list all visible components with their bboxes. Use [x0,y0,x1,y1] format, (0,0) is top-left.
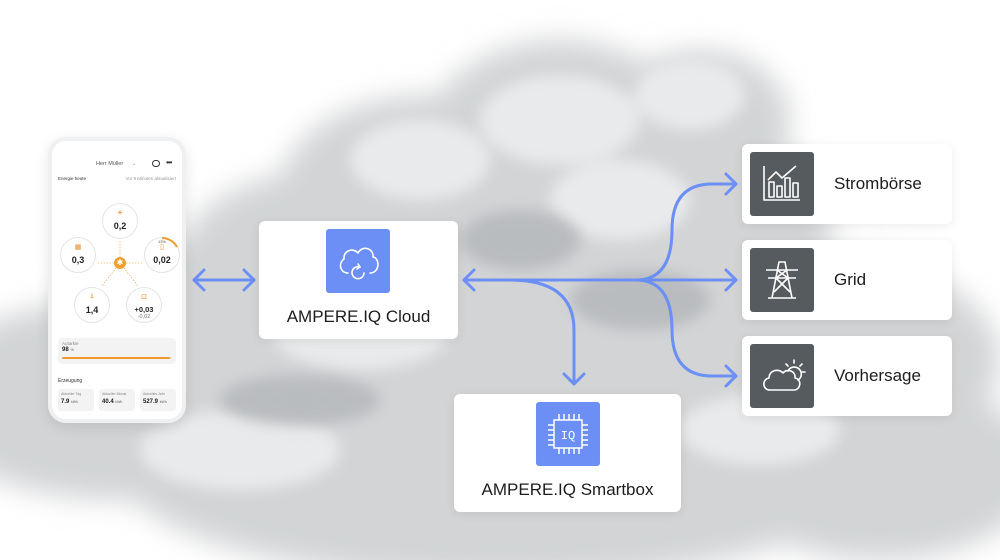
bubble-value: 1,4 [85,305,99,315]
bar-chart-tile [750,152,814,216]
production-label: Aktueller Tag [61,392,82,396]
arrow-to-vorhersage [634,278,738,378]
production-value-row: 7.9 kWh [61,399,78,405]
battery-percent: 13% [157,239,166,244]
autarkie-bar [62,357,172,359]
bubble-house[interactable]: ▦ 0,3 [60,237,96,273]
updated-text: Vor 9 Minuten aktualisiert [125,176,176,181]
service-label: Strombörse [834,174,922,193]
phone-mockup: Herr Müller ⌄ ••• Energie heute Vor 9 Mi… [48,137,186,423]
production-label: Aktueller Monat [102,392,127,396]
autarkie-bar-fill [62,357,170,359]
production-value-row: 40.4 kWh [102,399,122,405]
plug-icon: ⊡ [141,294,147,301]
weather-tile [750,344,814,408]
production-label: Aktuelles Jahr [143,392,165,396]
production-value: 527.9 [143,399,159,405]
user-name[interactable]: Herr Müller [96,161,124,167]
battery-icon: ▯ [160,244,164,251]
sun-cloud-icon [763,359,806,391]
bubble-value: +0,03 [134,305,154,314]
chip-text: IQ [561,429,575,443]
smartbox-card[interactable]: IQ AMPERE.IQ Smartbox [454,394,681,512]
autarkie-value: 98 [62,347,69,353]
bar-chart-icon [763,165,800,201]
cloud-sync-icon [339,247,379,280]
production-card-year[interactable]: Aktuelles Jahr 527.9 kWh [140,389,176,411]
chip-tile: IQ [536,402,600,466]
autarkie-value-row: 98 % [62,347,74,353]
production-card-month[interactable]: Aktueller Monat 40.4 kWh [99,389,135,411]
chevron-down-icon[interactable]: ⌄ [132,161,137,167]
cloud-tile [326,229,390,293]
production-value: 40.4 [102,399,114,405]
bubble-value: 0,02 [153,255,171,265]
battery-ring [161,237,178,248]
bubble-value: 0,3 [71,255,85,265]
sun-center-icon: ✱ [114,257,126,269]
smartbox-label: AMPERE.IQ Smartbox [481,480,654,499]
energy-today-title: Energie heute [58,176,87,181]
chat-icon[interactable] [152,160,160,167]
bubble-subvalue: -0,02 [137,314,151,320]
bubble-value: 0,2 [113,221,127,231]
pylon-tile [750,248,814,312]
service-card-vorhersage[interactable]: Vorhersage [742,336,952,416]
sun-icon: ☀ [116,210,124,217]
production-value: 7.9 [61,399,70,405]
pylon-icon: ⍋ [89,293,95,300]
autarkie-unit: % [70,347,74,352]
production-title: Erzeugung [58,378,83,384]
cloud-card[interactable]: AMPERE.IQ Cloud [259,221,458,339]
bubble-flow[interactable]: ⊡ +0,03 -0,02 [126,287,162,323]
production-value-row: 527.9 kWh [143,399,167,405]
production-unit: kWh [115,400,123,404]
autarkie-card[interactable]: Autarkie 98 % [58,338,176,364]
service-label: Grid [834,270,867,289]
arrow-to-smartbox [508,278,576,386]
production-card-day[interactable]: Aktueller Tag 7.9 kWh [58,389,94,411]
production-unit: kWh [159,400,167,404]
service-label: Vorhersage [834,366,921,385]
bubble-solar[interactable]: ☀ 0,2 [102,203,138,239]
arrow-to-stromboerse [634,182,738,282]
service-card-stromboerse[interactable]: Strombörse [742,144,952,224]
cloud-label: AMPERE.IQ Cloud [286,307,431,326]
more-icon[interactable]: ••• [166,158,172,167]
bubble-grid[interactable]: ⍋ 1,4 [74,287,110,323]
production-unit: kWh [71,400,79,404]
service-card-grid[interactable]: Grid [742,240,952,320]
autarkie-label: Autarkie [62,341,79,346]
house-icon: ▦ [74,244,82,251]
bubble-battery[interactable]: 13% ▯ 0,02 [144,237,180,273]
chip-iq-icon: IQ [548,414,588,454]
power-pylon-icon [766,261,798,299]
